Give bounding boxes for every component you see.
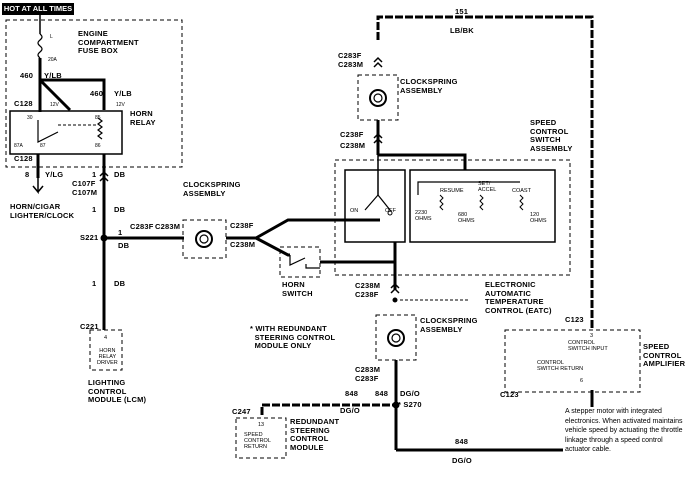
relay-pin-87a: 87A <box>14 143 23 149</box>
clockspring-bottom-outline <box>375 314 417 361</box>
c238f-mid: C238F <box>355 290 379 299</box>
c107m-label: C107M <box>72 188 98 197</box>
amp-pin3-text: CONTROL SWITCH INPUT <box>568 340 608 352</box>
relay-12v-right: 12V <box>116 102 125 108</box>
clockspring-top-title: CLOCKSPRING ASSEMBLY <box>400 77 458 95</box>
clockspring-bottom-title: CLOCKSPRING ASSEMBLY <box>420 316 478 334</box>
clockspring-left-title: CLOCKSPRING ASSEMBLY <box>183 180 241 198</box>
wire-460-right: 460 <box>90 89 104 98</box>
c238m-mid: C238M <box>355 281 381 290</box>
fuse-symbol <box>37 33 43 59</box>
speed-switch-title: SPEED CONTROL SWITCH ASSEMBLY <box>530 118 573 153</box>
horn-switch-outline <box>279 246 321 278</box>
lcm-pin: 4 <box>104 335 108 341</box>
c283f-bottom: C283F <box>355 374 379 383</box>
fuse-letter: L <box>50 34 53 40</box>
amp-connector-top: C123 <box>565 315 584 324</box>
resume-label: RESUME <box>440 188 464 194</box>
wire-151-label: 151 <box>455 7 469 16</box>
switch-off-label: OFF <box>385 208 396 214</box>
c238m-left: C238M <box>230 240 256 249</box>
c107f-label: C107F <box>72 179 96 188</box>
c283m-top: C283M <box>338 60 364 69</box>
horn-switch-title: HORN SWITCH <box>282 280 313 298</box>
c238f-top: C238F <box>340 130 364 139</box>
resistor-120: 120 OHMS <box>530 212 547 224</box>
relay-pin-86: 86 <box>95 143 101 149</box>
relay-pin-85: 85 <box>95 115 101 121</box>
lcm-connector: C221 <box>80 322 99 331</box>
set-accel-label: SET/ ACCEL <box>478 181 497 193</box>
wire-848-left-color: DG/O <box>340 406 360 415</box>
amplifier-title: SPEED CONTROL AMPLIFIER <box>643 342 686 368</box>
footnote: * WITH REDUNDANT STEERING CONTROL MODULE… <box>250 324 336 350</box>
splice-s221: S221 <box>80 233 99 242</box>
resistor-680: 680 OHMS <box>458 212 475 224</box>
lcm-outline <box>89 329 123 371</box>
redundant-pin: 13 <box>258 422 265 428</box>
amp-pin6: 6 <box>580 378 584 384</box>
clockspring-left-outline <box>182 219 227 259</box>
wire-1a-label: 1 <box>92 205 97 214</box>
wire-1a-color: DB <box>114 205 126 214</box>
relay-pin-30: 30 <box>27 115 33 121</box>
splice-s270: * S270 <box>398 400 422 409</box>
amp-pin6-text: CONTROL SWITCH RETURN <box>537 360 584 372</box>
wire-1c-label: 1 <box>92 279 97 288</box>
wire-848-left: 848 <box>345 389 359 398</box>
horn-relay-box <box>9 110 123 155</box>
wire-848-right-color: DG/O <box>400 389 420 398</box>
wire-8-label: 8 <box>25 170 30 179</box>
amp-pin3: 3 <box>590 333 594 339</box>
c238f-left: C238F <box>230 221 254 230</box>
c283m-left: C283M <box>155 222 181 231</box>
resistor-2230: 2230 OHMS <box>415 210 432 222</box>
clockspring-top-outline <box>357 74 399 121</box>
c283f-left: C283F <box>130 222 154 231</box>
c283m-bottom: C283M <box>355 365 381 374</box>
wire-151-color: LB/BK <box>450 26 474 35</box>
wire-460-left-color: Y/LB <box>44 71 62 80</box>
wire-1c-color: DB <box>114 279 126 288</box>
wire-1b-label: 1 <box>118 228 123 237</box>
redundant-module-outline <box>235 417 287 459</box>
redundant-module-title: REDUNDANT STEERING CONTROL MODULE <box>290 417 340 452</box>
lcm-title: LIGHTING CONTROL MODULE (LCM) <box>88 378 147 404</box>
wire-848-bottom: 848 <box>455 437 469 446</box>
lcm-pin-text: HORN RELAY DRIVER <box>97 348 118 366</box>
relay-connector-bottom: C128 <box>14 154 33 163</box>
wire-848-right: 848 <box>375 389 389 398</box>
coast-label: COAST <box>512 188 531 194</box>
fuse-rating: 20A <box>48 57 57 63</box>
relay-12v-left: 12V <box>50 102 59 108</box>
horn-relay-title: HORN RELAY <box>130 109 156 127</box>
relay-pin-87: 87 <box>40 143 46 149</box>
amp-connector-bottom: C123 <box>500 390 519 399</box>
wire-460-left: 460 <box>20 71 34 80</box>
redundant-pin-text: SPEED CONTROL RETURN <box>244 432 271 450</box>
redundant-connector: C247 <box>232 407 251 416</box>
switch-on-label: ON <box>350 208 359 214</box>
relay-connector-top: C128 <box>14 99 33 108</box>
fuse-box-outline <box>5 19 183 168</box>
wire-460-right-color: Y/LB <box>114 89 132 98</box>
eatc-title: ELECTRONIC AUTOMATIC TEMPERATURE CONTROL… <box>485 280 552 315</box>
c238m-top: C238M <box>340 141 366 150</box>
c283f-top: C283F <box>338 51 362 60</box>
horn-output-label: HORN/CIGAR LIGHTER/CLOCK <box>10 202 75 220</box>
amplifier-note: A stepper motor with integrated electron… <box>563 407 689 455</box>
wire-8-color: Y/LG <box>45 170 64 179</box>
wire-1-label: 1 <box>92 170 97 179</box>
fuse-box-title: ENGINE COMPARTMENT FUSE BOX <box>78 29 139 55</box>
wire-848-bottom-color: DG/O <box>452 456 472 465</box>
wire-1-color: DB <box>114 170 126 179</box>
wire-1b-color: DB <box>118 241 130 250</box>
hot-at-all-times-label: HOT AT ALL TIMES <box>2 3 74 15</box>
